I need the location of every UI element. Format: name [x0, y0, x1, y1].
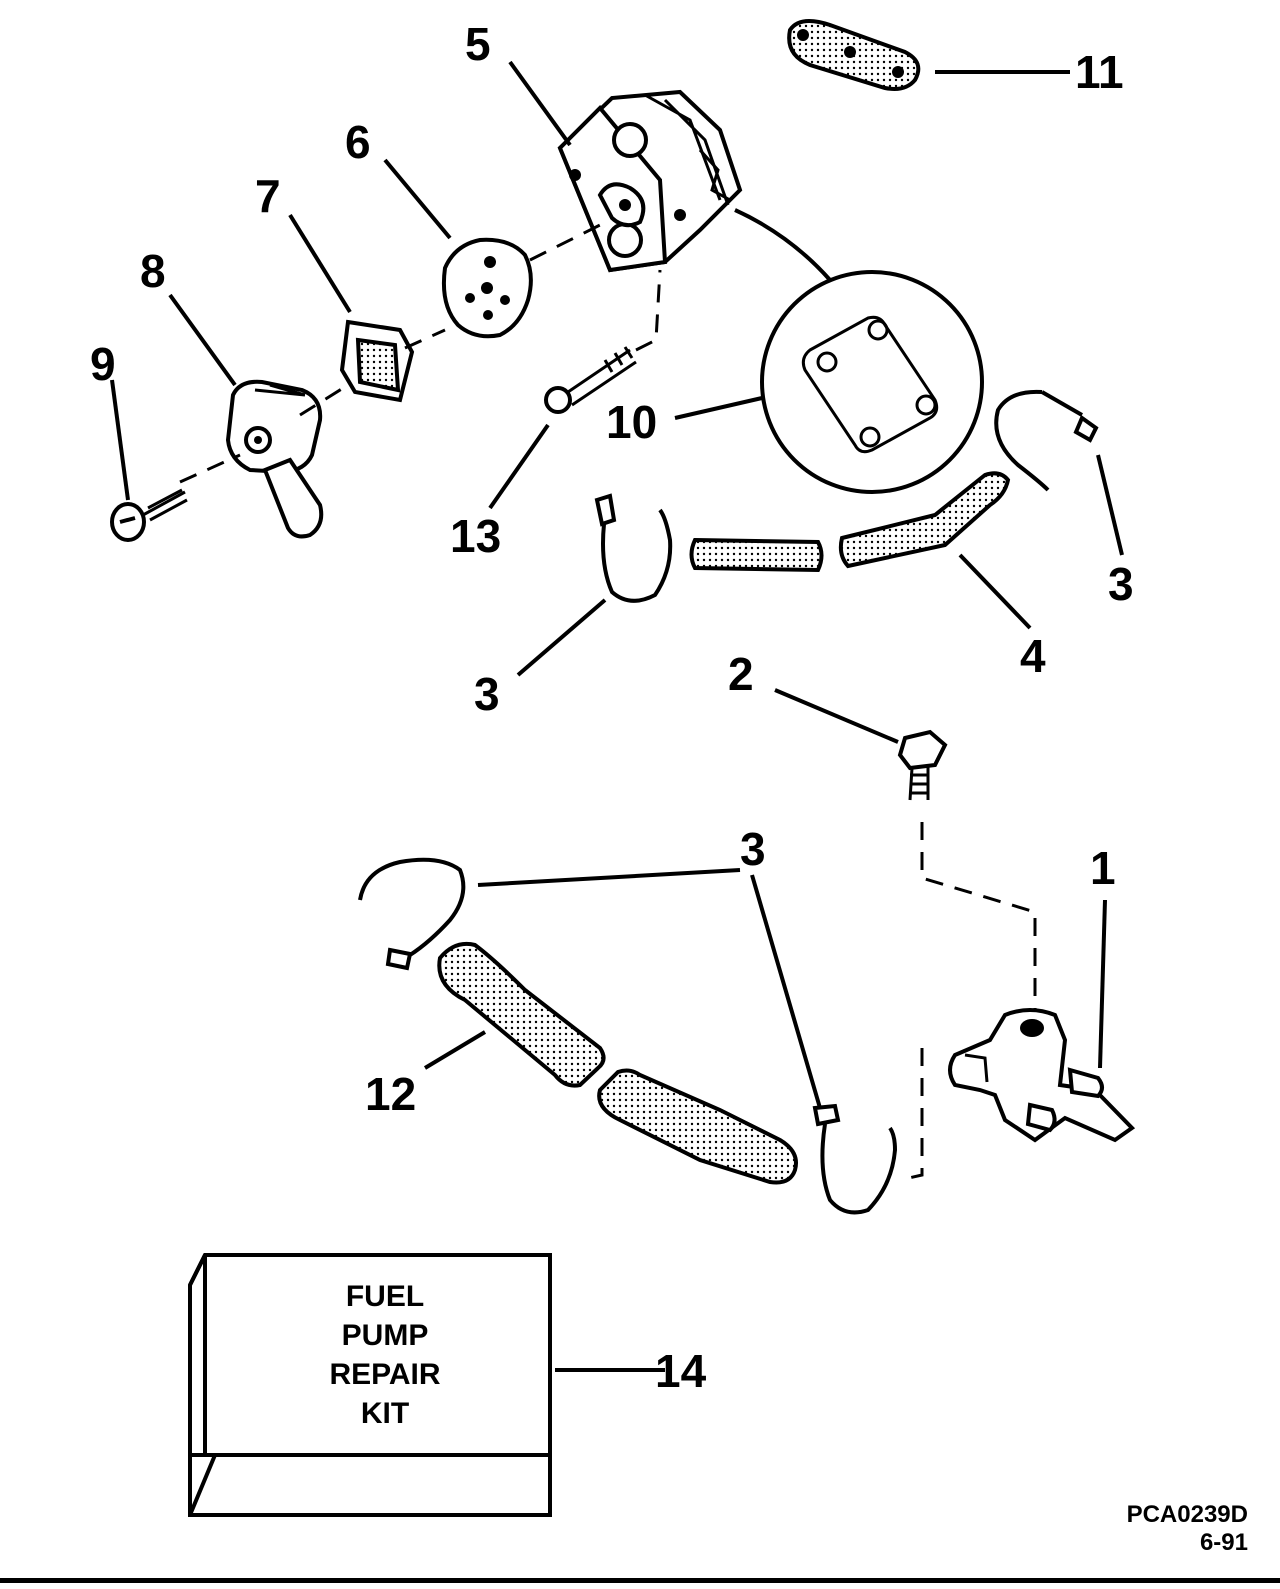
kit-label-line1: FUEL [346, 1280, 424, 1313]
part-8-housing [225, 379, 324, 539]
callout-3-upper-right: 3 [1108, 558, 1134, 610]
callout-12: 12 [365, 1068, 416, 1120]
assembly-axis-lower [920, 822, 1037, 1010]
part-3-clamp-upper-right [994, 389, 1099, 492]
drawing-date: 6-91 [1200, 1529, 1248, 1556]
part-3-clamp-middle-left [594, 493, 673, 603]
assembly-axis-hose [899, 1048, 924, 1182]
part-14-repair-kit[interactable]: FUEL PUMP REPAIR KIT [188, 1253, 552, 1517]
kit-label-line4: KIT [361, 1397, 409, 1430]
assembly-axis-upper [179, 223, 601, 484]
part-12-hose [437, 941, 798, 1185]
callout-9: 9 [90, 338, 116, 390]
assembly-axis-screw [635, 269, 662, 352]
part-9-screw [110, 488, 188, 542]
callout-6: 6 [345, 116, 371, 168]
leader-lines [110, 60, 1124, 1372]
callout-14: 14 [655, 1345, 707, 1397]
callout-2: 2 [728, 648, 754, 700]
kit-label-line3: REPAIR [329, 1358, 440, 1391]
part-11-gasket [787, 19, 921, 91]
callout-8: 8 [140, 245, 166, 297]
callout-13: 13 [450, 510, 501, 562]
part-5-pump-body [557, 89, 743, 273]
callout-10: 10 [606, 396, 657, 448]
callout-7: 7 [255, 170, 281, 222]
pump-cable [734, 208, 832, 282]
part-6-diaphragm [441, 237, 533, 339]
callout-5: 5 [465, 18, 491, 70]
drawing-code: PCA0239D [1127, 1501, 1248, 1528]
part-4-hose [689, 471, 1011, 573]
callout-4: 4 [1020, 630, 1046, 682]
callout-3-lower: 3 [740, 823, 766, 875]
part-1-fuel-valve [948, 1008, 1136, 1143]
callout-1: 1 [1090, 842, 1116, 894]
part-13-screw [544, 346, 637, 414]
part-2-bolt [897, 729, 948, 801]
part-10-cover [760, 270, 984, 494]
part-3-clamp-lower-right [812, 1103, 898, 1215]
bottom-rule [0, 1578, 1280, 1583]
kit-label-line2: PUMP [342, 1319, 429, 1352]
callout-3-middle-left: 3 [474, 668, 500, 720]
callout-11: 11 [1075, 46, 1124, 98]
part-3-clamp-lower-left [358, 857, 466, 971]
part-7-gasket [339, 319, 415, 403]
